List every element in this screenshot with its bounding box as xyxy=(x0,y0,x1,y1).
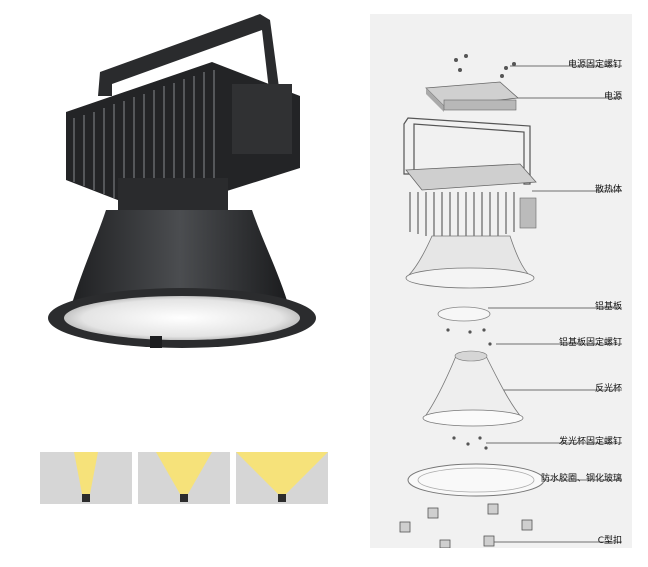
label-aluminum-plate: 铝基板 xyxy=(594,302,622,312)
exploded-diagram xyxy=(399,54,622,548)
exploded-diagram-panel: 电源固定螺钉 电源 散热体 铝基板 铝基板固定螺钉 反光杯 发光杯固定螺钉 防水… xyxy=(370,14,632,548)
label-power-supply: 电源 xyxy=(603,92,622,102)
beam-wide xyxy=(236,452,328,504)
label-power-screws: 电源固定螺钉 xyxy=(567,60,622,70)
product-photo-panel xyxy=(48,14,316,348)
high-bay-lamp-illustration xyxy=(48,14,316,348)
label-heat-sink: 散热体 xyxy=(594,185,622,195)
label-reflector: 反光杯 xyxy=(594,384,622,394)
power-box xyxy=(232,84,292,154)
mounting-bracket xyxy=(98,14,282,116)
beam-medium xyxy=(138,452,230,504)
label-reflector-screws: 发光杯固定螺钉 xyxy=(558,437,622,447)
label-c-clip: C型扣 xyxy=(597,536,622,546)
label-waterproof-glass: 防水胶圈、钢化玻璃 xyxy=(540,474,622,484)
label-plate-screws: 铝基板固定螺钉 xyxy=(558,338,622,348)
beam-narrow xyxy=(40,452,132,504)
reflector-dome xyxy=(70,210,290,310)
lens xyxy=(64,296,300,340)
